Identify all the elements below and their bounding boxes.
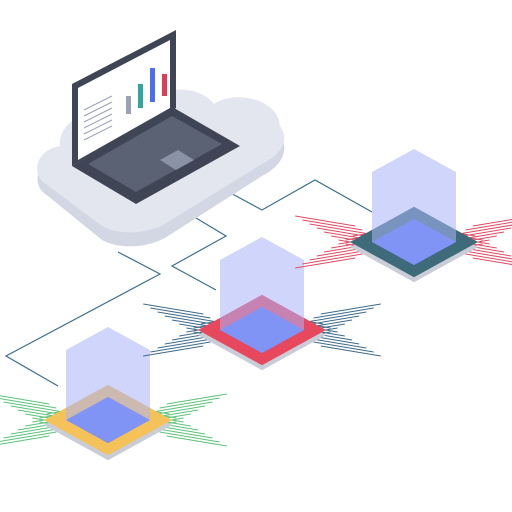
connector-to-red-chip: [170, 211, 228, 291]
processor-chips: [0, 149, 512, 461]
chip-red: [143, 237, 381, 371]
chip-teal: [295, 149, 512, 283]
screen-text-lines: [83, 95, 113, 141]
laptop-screen: [78, 40, 170, 160]
screen-chart-bar: [138, 84, 143, 108]
connector-to-teal-chip: [224, 179, 373, 213]
data-block: [220, 237, 304, 353]
network-connectors: [4, 179, 373, 387]
screen-chart-bar: [162, 74, 167, 96]
connector-to-gold-chip: [4, 251, 162, 387]
data-block: [66, 327, 150, 443]
screen-bar-chart: [126, 68, 167, 114]
screen-chart-bar: [150, 68, 155, 102]
chip-gold: [0, 327, 227, 461]
screen-chart-bar: [126, 96, 131, 114]
laptop-keyboard: [88, 116, 222, 192]
data-block: [372, 149, 456, 265]
laptop-trackpad: [160, 150, 194, 170]
laptop-icon: [72, 30, 240, 204]
